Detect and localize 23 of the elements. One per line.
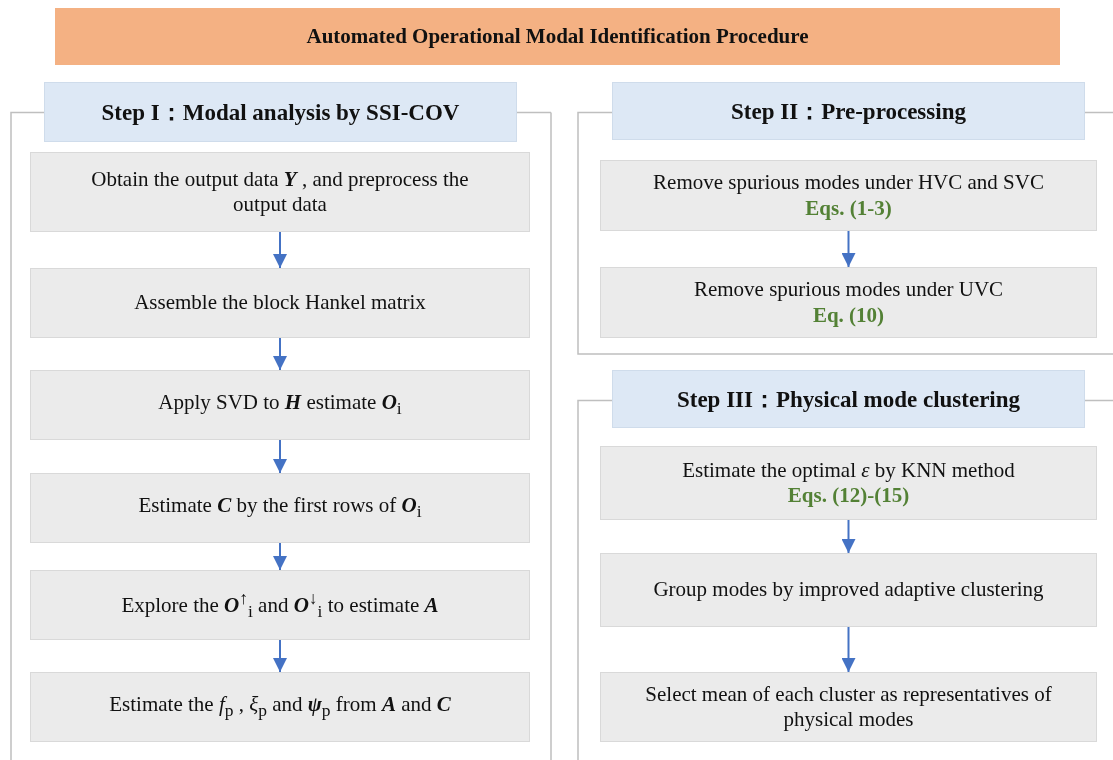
process-box: Explore the O$^{↑}$$_{i}$ and O$^{↓}$$_{i}$ to estimate A (30, 570, 530, 640)
arrow (273, 439, 287, 474)
process-box: Estimate the optimal ε by KNN method Eqs. (12)-(15) (600, 446, 1097, 520)
arrow (273, 639, 287, 673)
arrow (841, 626, 856, 673)
step-header: Step I：Modal analysis by SSI-COV (44, 82, 517, 142)
step-header: Step III：Physical mode clustering (612, 370, 1085, 428)
title-banner: Automated Operational Modal Identification Procedure (55, 8, 1060, 65)
process-box: Estimate C by the first rows of O$_{i}$ (30, 473, 530, 543)
process-box: Group modes by improved adaptive clustering (600, 553, 1097, 627)
arrow (273, 337, 287, 371)
step-header: Step II：Pre-processing (612, 82, 1085, 140)
process-box: Remove spurious modes under UVC Eq. (10) (600, 267, 1097, 338)
arrow (273, 231, 287, 269)
process-box: Select mean of each cluster as representatives of physical modes (600, 672, 1097, 742)
arrow (273, 542, 287, 571)
process-box: Obtain the output data Y , and preprocess the output data (30, 152, 530, 232)
process-box: Remove spurious modes under HVC and SVC Eqs. (1-3) (600, 160, 1097, 231)
process-box: Estimate the f$_{p}$ , ξ$_{p}$ and ψ$_{p}$ from A and C (30, 672, 530, 742)
process-box: Assemble the block Hankel matrix (30, 268, 530, 338)
arrow (841, 230, 856, 268)
process-box: Apply SVD to H estimate O$_{i}$ (30, 370, 530, 440)
arrow (841, 519, 856, 554)
